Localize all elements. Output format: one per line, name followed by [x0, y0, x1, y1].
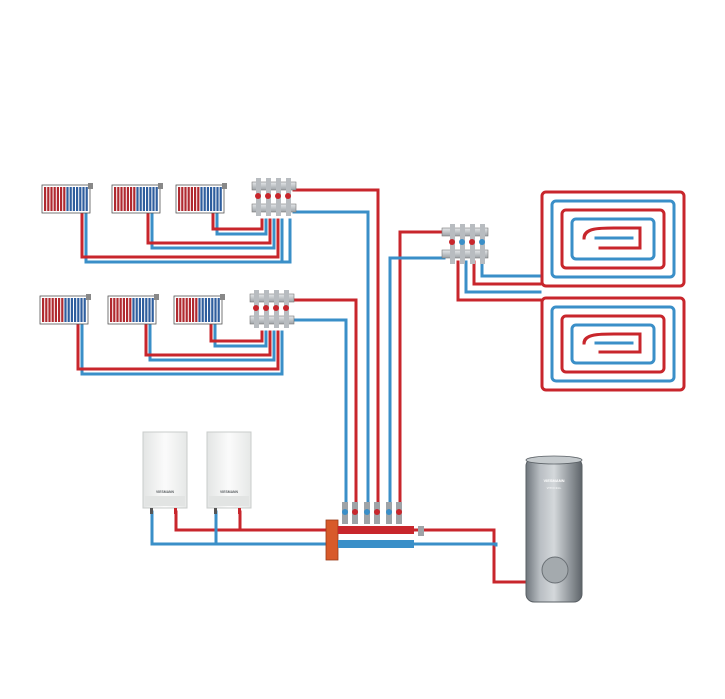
floor-loop-ring: [570, 323, 656, 365]
supply-pipe: [209, 323, 264, 343]
radiators: [39, 183, 227, 325]
panel-radiator-icon: [173, 294, 225, 325]
distribution-manifold-icon: [249, 290, 295, 328]
supply-pipe: [80, 211, 280, 259]
hydraulic-header: [325, 502, 424, 561]
boiler-supply-pipe: [174, 510, 334, 532]
pipes-boilers-tank: [150, 510, 530, 584]
tank-model: VITOCELL: [547, 486, 562, 490]
hot-water-tank: VIESMANN VITOCELL: [525, 455, 583, 603]
boiler-logo: VIESMANN: [156, 490, 174, 494]
return-pipe: [84, 211, 284, 264]
return-pipe: [150, 211, 276, 250]
return-pipe: [148, 323, 276, 362]
hydraulic-header-icon: [325, 502, 424, 561]
wall-hung-boiler-icon: VIESMANN: [206, 431, 252, 514]
supply-pipe: [456, 260, 542, 302]
panel-radiator-icon: [111, 183, 163, 214]
supply-pipe: [472, 260, 542, 286]
panel-radiator-icon: [39, 294, 91, 325]
floor-loop-center: [582, 332, 642, 354]
supply-riser-floor: [398, 230, 446, 514]
floor-loop-ring: [570, 217, 656, 261]
return-pipe: [80, 323, 284, 376]
boiler-return-pipe: [150, 510, 334, 546]
tank-return-pipe: [412, 542, 498, 547]
floor-loop-ring: [540, 296, 686, 392]
underfloor-loop-upper: [540, 190, 686, 288]
return-riser-lower: [290, 318, 348, 514]
panel-radiator-icon: [41, 183, 93, 214]
return-pipe: [464, 260, 542, 294]
floor-loop-ring: [560, 314, 666, 374]
manifold-floor: [441, 224, 489, 264]
supply-pipe: [211, 211, 264, 231]
floor-loop-center: [582, 226, 642, 250]
floor-loop-ring: [550, 305, 676, 383]
distribution-manifold-icon: [251, 178, 297, 216]
supply-riser-upper: [292, 188, 380, 514]
supply-riser-lower: [290, 298, 358, 514]
manifold-lower: [249, 290, 295, 328]
hot-water-storage-tank-icon: VIESMANN VITOCELL: [525, 455, 583, 603]
return-pipe: [84, 218, 292, 264]
underfloor-loop-lower: [540, 296, 686, 392]
boiler-logo: VIESMANN: [220, 490, 238, 494]
manifold-upper: [251, 178, 297, 216]
return-pipe: [215, 211, 268, 236]
pipes-risers: [290, 188, 446, 514]
return-riser-upper: [292, 210, 370, 514]
return-pipe: [213, 323, 268, 348]
panel-radiator-icon: [175, 183, 227, 214]
tank-logo: VIESMANN: [543, 478, 564, 483]
supply-pipe: [144, 323, 272, 357]
distribution-manifold-icon: [441, 224, 489, 264]
panel-radiator-icon: [107, 294, 159, 325]
pipes-lower-radiators: [76, 323, 284, 376]
supply-pipe: [146, 211, 272, 245]
boiler-2: VIESMANN: [206, 431, 252, 514]
floor-loop-ring: [540, 190, 686, 288]
return-riser-floor: [388, 256, 446, 514]
floor-loop-ring: [550, 199, 676, 279]
tank-supply-pipe: [412, 528, 530, 584]
boiler-1: VIESMANN: [142, 431, 188, 514]
pipes-underfloor-feed: [456, 260, 542, 302]
floor-loop-ring: [560, 208, 666, 270]
pipes-upper-radiators: [80, 211, 292, 264]
wall-hung-boiler-icon: VIESMANN: [142, 431, 188, 514]
supply-pipe: [76, 323, 280, 371]
return-pipe: [480, 260, 542, 278]
